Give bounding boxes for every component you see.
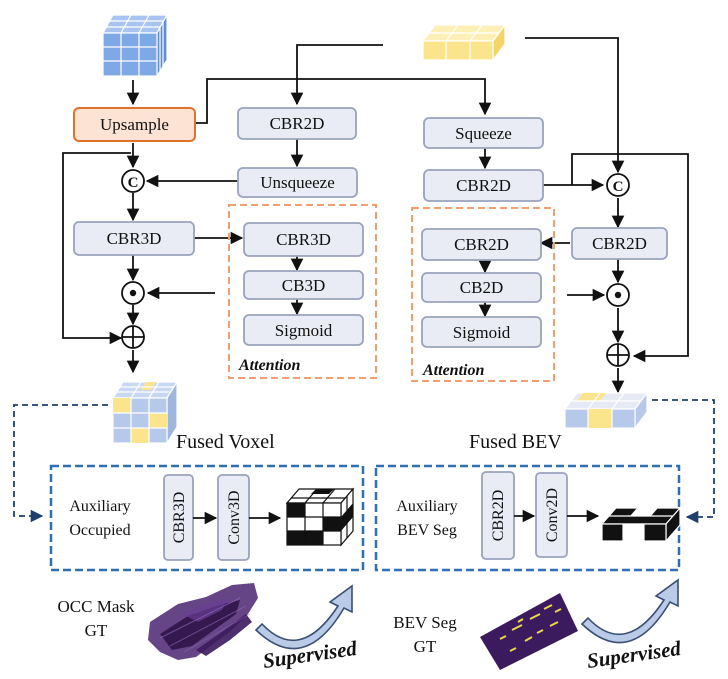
aux-bev-cbr2d-node: CBR2D — [481, 471, 515, 560]
add-operator-bev — [606, 343, 630, 367]
attention-label-voxel: Attention — [238, 357, 300, 374]
cbr2d-top-node: CBR2D — [237, 107, 357, 140]
attention-bev-cbr2d-node: CBR2D — [421, 228, 542, 261]
svg-text:C: C — [613, 179, 624, 195]
bev-seg-gt-map-icon — [480, 593, 578, 670]
concat-operator-bev: C — [606, 173, 630, 197]
upsample-node: Upsample — [73, 107, 196, 142]
attention-voxel-cbr3d-node: CBR3D — [243, 222, 364, 257]
add-operator-voxel — [121, 325, 145, 349]
unsqueeze-node: Unsqueeze — [237, 167, 358, 198]
svg-text:CBR3D: CBR3D — [171, 492, 188, 544]
attention-voxel-cb3d-node: CB3D — [243, 270, 364, 300]
attention-bev-cb2d-label: CB2D — [460, 278, 503, 297]
aux-occ-cbr3d-node: CBR3D — [163, 474, 194, 561]
svg-text:CBR2D: CBR2D — [490, 490, 507, 542]
attention-voxel-cb3d-label: CB3D — [282, 276, 325, 295]
attention-voxel-cbr3d-label: CBR3D — [276, 230, 331, 249]
cbr2d-left-bev-label: CBR2D — [456, 176, 511, 195]
auxiliary-occupied-group — [49, 464, 365, 572]
attention-voxel-sigmoid-node: Sigmoid — [243, 314, 364, 346]
cbr2d-right-node: CBR2D — [571, 227, 668, 260]
supervised-label-right: Supervised — [585, 636, 682, 673]
fused-bev-cube-icon — [563, 391, 649, 430]
cbr2d-right-label: CBR2D — [592, 234, 647, 253]
attention-bev-sigmoid-label: Sigmoid — [453, 323, 511, 342]
attention-bev-cb2d-node: CB2D — [421, 272, 542, 303]
bev-input-cube-icon — [421, 23, 507, 62]
supervised-arrow-left-icon — [254, 584, 353, 650]
attention-bev-sigmoid-node: Sigmoid — [421, 316, 542, 348]
attention-bev-cbr2d-label: CBR2D — [454, 235, 509, 254]
multiply-operator-voxel — [121, 281, 145, 305]
bev-attention-group — [411, 207, 555, 382]
supervised-arrow-right-icon — [580, 578, 679, 644]
connectors — [62, 37, 689, 394]
aux-occ-label-line2: Occupied — [69, 522, 130, 539]
voxel-attention-group — [228, 204, 377, 379]
aux-bev-label-line2: BEV Seg — [397, 522, 457, 539]
cbr2d-top-label: CBR2D — [270, 114, 325, 133]
concat-operator-voxel: C — [121, 169, 145, 193]
voxel-input-cube-icon — [101, 12, 169, 79]
svg-text:Conv3D: Conv3D — [226, 490, 243, 544]
upsample-label: Upsample — [100, 115, 169, 134]
occ-gt-label-line1: OCC Mask — [58, 597, 135, 616]
svg-text:C: C — [128, 175, 139, 191]
aux-occ-label-line1: Auxiliary — [69, 498, 130, 515]
unsqueeze-label: Unsqueeze — [260, 173, 335, 192]
aux-bev-conv2d-node: Conv2D — [535, 472, 568, 558]
attention-voxel-sigmoid-label: Sigmoid — [275, 321, 333, 340]
aux-occ-conv3d-node: Conv3D — [217, 474, 250, 561]
squeeze-label: Squeeze — [455, 124, 512, 143]
bev-gt-label-line1: BEV Seg — [393, 613, 457, 632]
aux-bev-label-line1: Auxiliary — [396, 498, 457, 515]
fused-voxel-label: Fused Voxel — [176, 431, 275, 453]
attention-label-bev: Attention — [422, 362, 484, 379]
cbr3d-main-label: CBR3D — [107, 229, 162, 248]
squeeze-node: Squeeze — [423, 117, 544, 149]
svg-text:Conv2D: Conv2D — [544, 488, 561, 542]
occ-mask-pointcloud-icon — [148, 583, 258, 660]
fused-bev-label: Fused BEV — [469, 431, 562, 453]
dashed-links — [13, 399, 715, 524]
cbr3d-main-node: CBR3D — [73, 221, 195, 256]
fused-voxel-cube-icon — [111, 379, 179, 446]
occupancy-prediction-cube-icon — [285, 487, 355, 547]
aux-connectors — [193, 509, 600, 525]
multiply-operator-bev — [606, 283, 630, 307]
bev-seg-prediction-icon — [600, 506, 682, 543]
occ-gt-label-line2: GT — [85, 621, 108, 640]
bev-gt-label-line2: GT — [414, 637, 437, 656]
cbr2d-left-bev-node: CBR2D — [423, 169, 544, 202]
